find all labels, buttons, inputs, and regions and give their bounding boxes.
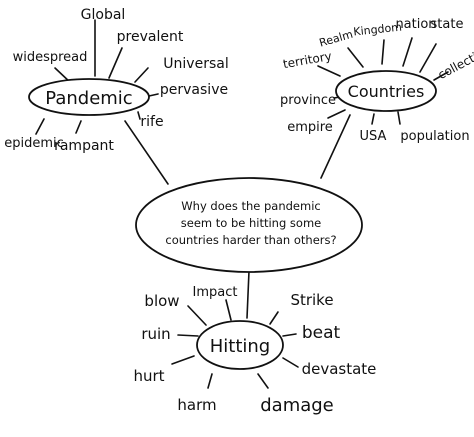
word-empire: empire <box>287 120 333 135</box>
spoke-harm <box>207 373 213 389</box>
word-devastate: devastate <box>302 360 377 378</box>
word-widespread: widespread <box>13 50 88 65</box>
spoke-rife <box>137 111 141 120</box>
hitting-label: Hitting <box>210 336 271 357</box>
word-realm: Realm <box>318 28 355 50</box>
connector-pandemic-question <box>124 120 169 185</box>
spoke-rampant <box>75 120 82 134</box>
word-collective: collective <box>436 43 474 82</box>
word-beat: beat <box>302 323 341 343</box>
word-province: province <box>280 93 336 108</box>
word-harm: harm <box>177 396 216 414</box>
word-territory: territory <box>282 49 333 71</box>
spoke-ruin <box>177 334 199 337</box>
hitting-oval <box>196 320 284 370</box>
spoke-empire <box>327 109 346 119</box>
spoke-epidemic <box>35 118 45 135</box>
spoke-universal <box>134 67 149 83</box>
question-line-2: seem to be hitting some <box>181 216 321 230</box>
spoke-damage <box>257 373 269 389</box>
word-rife: rife <box>140 114 163 130</box>
question-line-3: countries harder than others? <box>165 233 336 247</box>
word-strike: Strike <box>290 291 333 309</box>
connector-countries-question <box>320 114 351 179</box>
spoke-pervasive <box>148 93 159 97</box>
word-impact: Impact <box>193 285 238 300</box>
question-line-1: Why does the pandemic <box>181 199 320 213</box>
hitting-bubble: Hitting <box>196 320 284 370</box>
word-pervasive: pervasive <box>160 82 228 98</box>
spoke-population <box>397 111 401 125</box>
word-universal: Universal <box>163 56 228 72</box>
countries-label: Countries <box>348 82 425 101</box>
word-global: Global <box>81 7 126 23</box>
word-ruin: ruin <box>141 325 170 343</box>
countries-bubble: Countries <box>335 70 437 112</box>
spoke-usa <box>371 113 375 125</box>
connector-question-hitting <box>246 270 250 319</box>
word-damage: damage <box>260 395 334 416</box>
spoke-beat <box>282 333 297 337</box>
spoke-territory <box>317 65 341 77</box>
spoke-state <box>419 43 437 73</box>
word-kingdom: Kingdom <box>353 21 403 39</box>
word-prevalent: prevalent <box>117 29 184 45</box>
spoke-hurt <box>171 355 195 365</box>
spoke-nation <box>402 37 413 67</box>
question-bubble: Why does the pandemic seem to be hitting… <box>135 177 363 273</box>
spoke-realm <box>347 47 364 68</box>
pandemic-label: Pandemic <box>45 88 132 109</box>
spoke-strike <box>269 311 279 325</box>
hitting-spokes <box>171 299 299 389</box>
hitting-words: blow Impact Strike ruin beat hurt devast… <box>133 285 376 416</box>
word-nation: nation <box>395 17 436 32</box>
question-oval <box>135 177 363 273</box>
pandemic-words: Global prevalent widespread Universal pe… <box>4 7 228 154</box>
main-connectors <box>124 114 351 319</box>
spoke-impact <box>225 299 232 321</box>
word-usa: USA <box>360 129 387 144</box>
word-rampant: rampant <box>54 138 114 154</box>
countries-oval <box>335 70 437 112</box>
pandemic-bubble: Pandemic <box>28 78 150 116</box>
spoke-blow <box>187 305 207 326</box>
word-blow: blow <box>144 292 179 310</box>
word-epidemic: epidemic <box>4 136 64 151</box>
spoke-prevalent <box>108 47 123 79</box>
pandemic-oval <box>28 78 150 116</box>
word-state: state <box>431 17 464 32</box>
word-hurt: hurt <box>133 367 164 385</box>
spoke-collective <box>433 71 449 81</box>
spoke-kingdom <box>381 39 385 65</box>
spoke-devastate <box>282 357 299 368</box>
word-population: population <box>400 129 469 144</box>
pandemic-spokes <box>35 19 159 135</box>
